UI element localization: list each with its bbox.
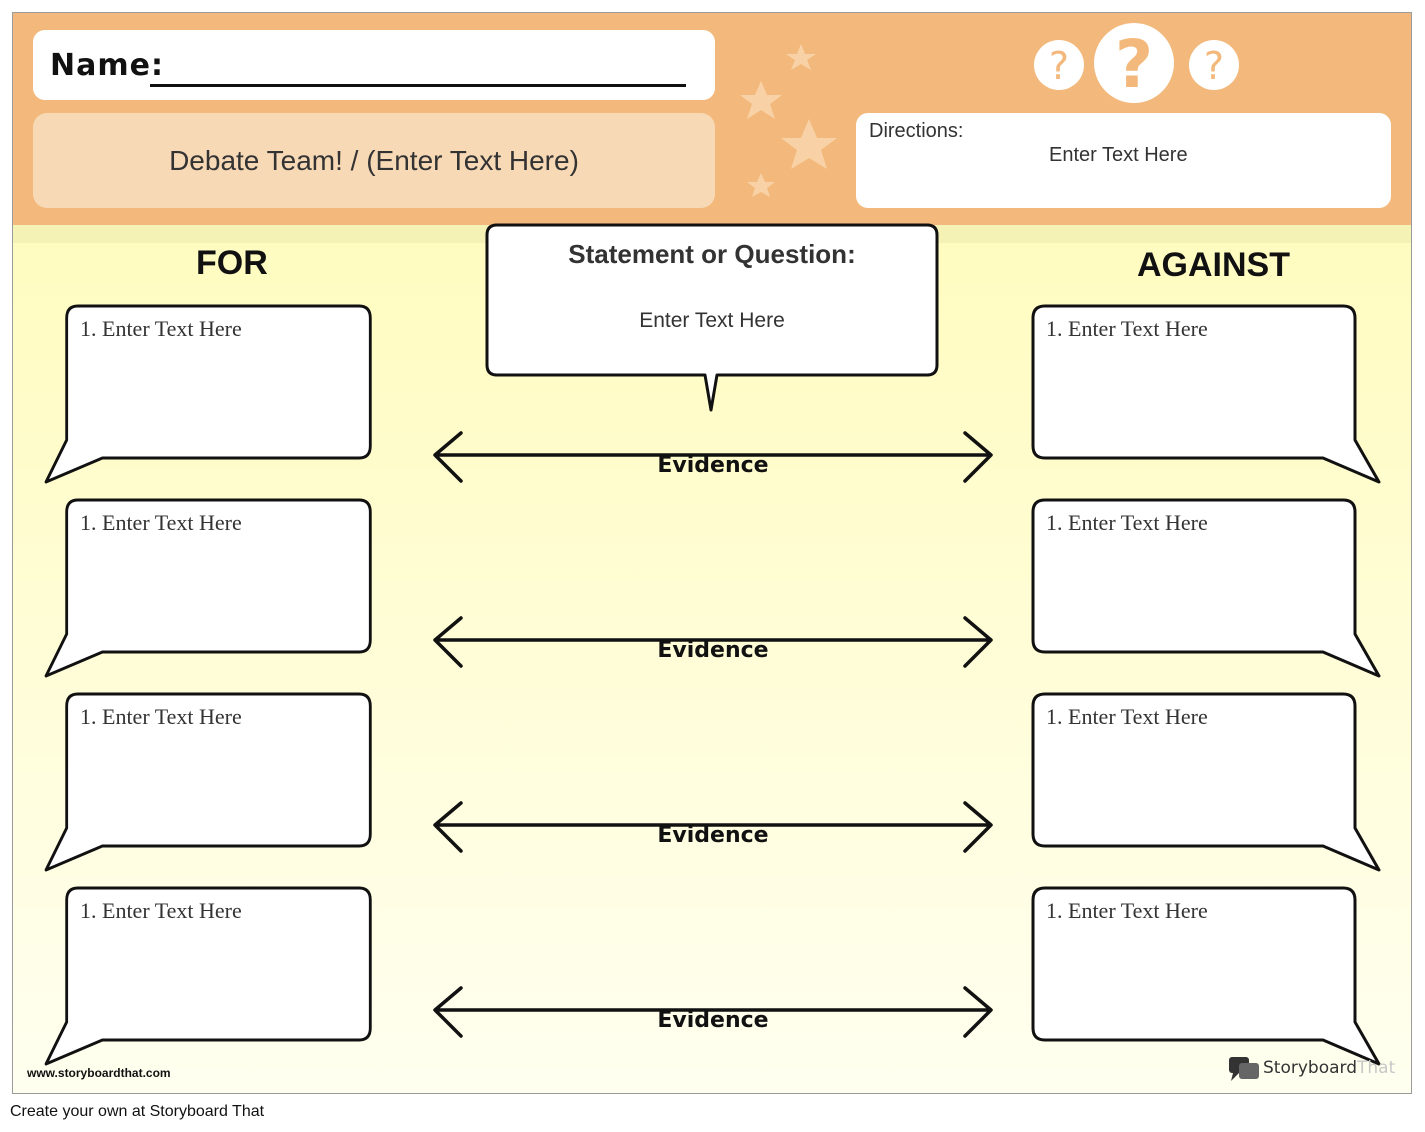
speech-bubble-icon	[1031, 692, 1381, 872]
brand-name-dim: That	[1357, 1058, 1396, 1078]
statement-label: Statement or Question:	[568, 239, 856, 269]
double-arrow-icon	[433, 431, 993, 483]
evidence-arrow-3: Evidence	[431, 799, 995, 859]
for-box-3[interactable]: 1. Enter Text Here	[44, 692, 372, 872]
double-arrow-icon	[433, 986, 993, 1038]
site-url[interactable]: www.storyboardthat.com	[27, 1066, 171, 1080]
title-field[interactable]: Debate Team! / (Enter Text Here)	[33, 113, 715, 208]
against-box-text: 1. Enter Text Here	[1046, 704, 1208, 729]
speech-bubble-icon	[44, 304, 372, 484]
question-mark-icon: ? ? ?	[1034, 23, 1239, 103]
speech-bubble-icon	[1031, 886, 1381, 1066]
evidence-arrow-1: Evidence	[431, 429, 995, 489]
speech-bubble-icon	[1031, 304, 1381, 484]
speech-bubble-icon	[44, 498, 372, 678]
for-box-text: 1. Enter Text Here	[80, 898, 242, 923]
star-icon	[740, 44, 837, 197]
for-box-text: 1. Enter Text Here	[80, 316, 242, 341]
for-box-1[interactable]: 1. Enter Text Here	[44, 304, 372, 484]
against-box-3[interactable]: 1. Enter Text Here	[1031, 692, 1381, 872]
for-box-text: 1. Enter Text Here	[80, 510, 242, 535]
for-box-2[interactable]: 1. Enter Text Here	[44, 498, 372, 678]
speech-bubble-icon	[44, 886, 372, 1066]
evidence-label: Evidence	[657, 1008, 769, 1033]
against-box-1[interactable]: 1. Enter Text Here	[1031, 304, 1381, 484]
double-arrow-icon	[433, 616, 993, 668]
directions-text: Enter Text Here	[1049, 144, 1188, 166]
evidence-label: Evidence	[657, 823, 769, 848]
create-link[interactable]: Create your own at Storyboard That	[10, 1103, 265, 1120]
speech-bubble-icon	[485, 223, 939, 412]
worksheet-title: Debate Team! / (Enter Text Here)	[169, 144, 579, 176]
against-box-text: 1. Enter Text Here	[1046, 316, 1208, 341]
statement-box[interactable]: Statement or Question: Enter Text Here	[485, 223, 941, 415]
svg-text:?: ?	[1204, 44, 1224, 88]
worksheet: Name: Debate Team! / (Enter Text Here) ?…	[12, 12, 1412, 1094]
storyboard-brand[interactable]: StoryboardThat	[1227, 1055, 1407, 1083]
storyboard-logo-icon	[1229, 1057, 1259, 1081]
double-arrow-icon	[433, 801, 993, 853]
against-box-2[interactable]: 1. Enter Text Here	[1031, 498, 1381, 678]
svg-text:?: ?	[1049, 44, 1069, 88]
evidence-label: Evidence	[657, 453, 769, 478]
for-box-4[interactable]: 1. Enter Text Here	[44, 886, 372, 1066]
name-label: Name:	[50, 48, 164, 83]
for-heading: FOR	[196, 244, 268, 282]
against-heading: AGAINST	[1137, 246, 1290, 284]
name-underline	[150, 84, 686, 87]
for-box-text: 1. Enter Text Here	[80, 704, 242, 729]
speech-bubble-icon	[1031, 498, 1381, 678]
against-box-text: 1. Enter Text Here	[1046, 898, 1208, 923]
statement-text: Enter Text Here	[639, 309, 785, 332]
evidence-arrow-2: Evidence	[431, 614, 995, 674]
evidence-label: Evidence	[657, 638, 769, 663]
speech-bubble-icon	[44, 692, 372, 872]
directions-box[interactable]: Directions: Enter Text Here	[856, 113, 1391, 208]
against-box-4[interactable]: 1. Enter Text Here	[1031, 886, 1381, 1066]
evidence-arrow-4: Evidence	[431, 984, 995, 1044]
directions-label: Directions:	[869, 120, 964, 142]
against-box-text: 1. Enter Text Here	[1046, 510, 1208, 535]
svg-text:?: ?	[1115, 26, 1153, 103]
brand-name: StoryboardThat	[1263, 1058, 1395, 1078]
brand-name-main: Storyboard	[1263, 1058, 1357, 1078]
name-field[interactable]: Name:	[33, 30, 715, 100]
